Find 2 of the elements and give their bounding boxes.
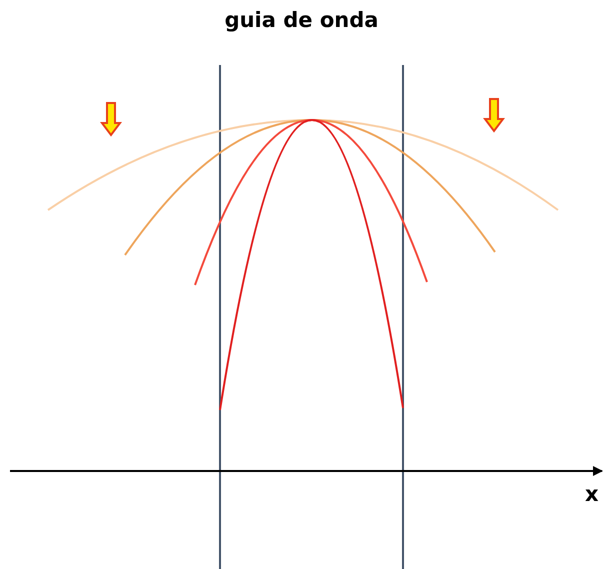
diagram-title: guia de onda bbox=[224, 8, 380, 32]
axis-label: x bbox=[585, 482, 599, 506]
